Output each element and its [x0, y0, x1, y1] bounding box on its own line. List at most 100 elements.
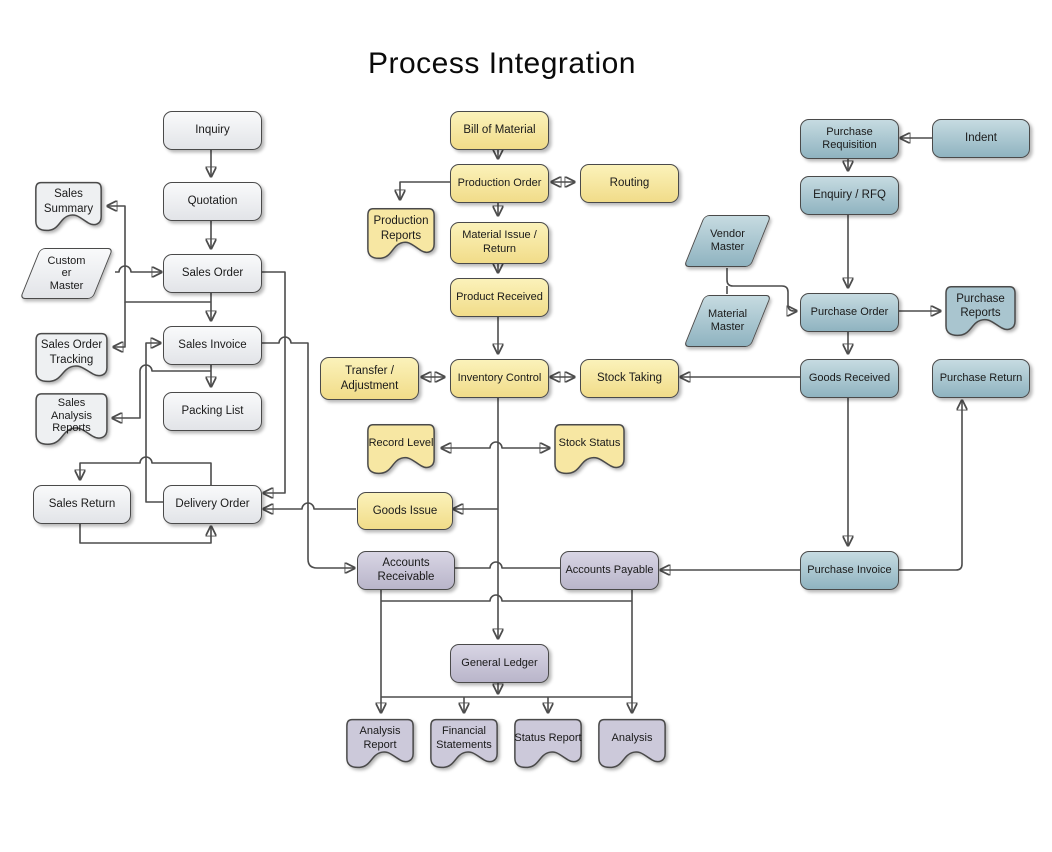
node-purchase-order-label: Purchase Order	[810, 305, 889, 318]
document-shape	[33, 179, 104, 234]
edge-delivery-order-sales-return	[80, 456, 212, 485]
node-material-issue-return-label: Material Issue / Return	[462, 229, 537, 255]
node-production-order: Production Order	[450, 164, 549, 203]
document-shape	[428, 716, 500, 771]
node-material-issue-return: Material Issue / Return	[450, 222, 549, 264]
node-sales-analysis-reports-label: Sales Analysis Reports	[51, 397, 92, 435]
node-goods-issue: Goods Issue	[357, 492, 453, 530]
node-material-master-label: Material Master	[707, 307, 748, 333]
node-status-report-label: Status Report	[514, 731, 582, 744]
node-stock-status: Stock Status	[552, 421, 627, 477]
document-shape	[512, 716, 584, 771]
node-production-reports-label: Production Reports	[373, 215, 429, 242]
node-production-reports: Production Reports	[365, 205, 437, 262]
node-bill-of-material: Bill of Material	[450, 111, 549, 150]
node-goods-received: Goods Received	[800, 359, 899, 398]
document-shape	[365, 421, 437, 477]
node-purchase-reports: Purchase Reports	[943, 283, 1018, 339]
edge-customer-master-sales-order	[115, 265, 161, 272]
edge-goods-issue-delivery-order	[264, 502, 356, 509]
node-sales-return-label: Sales Return	[48, 498, 116, 511]
node-accounts-receivable-label: Accounts Receivable	[377, 556, 435, 583]
edge-accounts-receivable-accounts-payable-link	[453, 561, 560, 569]
node-indent-label: Indent	[965, 132, 997, 145]
node-transfer-adjustment-label: Transfer / Adjustment	[340, 365, 399, 392]
edge-sales-order-sales-order-tracking	[114, 302, 126, 347]
node-enquiry-rfq: Enquiry / RFQ	[800, 176, 899, 215]
edge-delivery-order-sales-invoice	[145, 343, 163, 503]
node-purchase-return: Purchase Return	[932, 359, 1030, 398]
node-accounts-receivable: Accounts Receivable	[357, 551, 455, 590]
document-shape	[365, 205, 437, 262]
node-financial-statements: Financial Statements	[428, 716, 500, 771]
edge-sales-order-sales-summary	[108, 206, 211, 303]
node-general-ledger-label: General Ledger	[461, 656, 538, 669]
node-quotation: Quotation	[163, 182, 262, 221]
node-financial-statements-label: Financial Statements	[436, 725, 492, 751]
node-status-report: Status Report	[512, 716, 584, 771]
node-delivery-order-label: Delivery Order	[175, 498, 250, 511]
node-accounts-payable: Accounts Payable	[560, 551, 659, 590]
node-stock-taking: Stock Taking	[580, 359, 679, 398]
edge-record-level-stock-status	[442, 441, 549, 448]
node-sales-invoice-label: Sales Invoice	[178, 339, 247, 352]
node-product-received: Product Received	[450, 278, 549, 317]
node-sales-summary-label: Sales Summary	[43, 188, 94, 215]
node-production-order-label: Production Order	[457, 176, 542, 189]
node-inquiry-label: Inquiry	[195, 124, 230, 137]
node-sales-analysis-reports: Sales Analysis Reports	[33, 390, 110, 448]
node-sales-order-tracking: Sales Order Tracking	[33, 330, 110, 385]
node-general-ledger: General Ledger	[450, 644, 549, 683]
node-analysis-report-label: Analysis Report	[359, 725, 401, 751]
node-purchase-invoice: Purchase Invoice	[800, 551, 899, 590]
node-analysis-report: Analysis Report	[344, 716, 416, 771]
diagram-title: Process Integration	[368, 47, 636, 80]
node-routing-label: Routing	[609, 177, 650, 190]
edge-sales-return-delivery-order	[79, 522, 211, 544]
node-quotation-label: Quotation	[187, 195, 238, 208]
node-sales-order-tracking-label: Sales Order Tracking	[40, 339, 103, 366]
document-shape	[943, 283, 1018, 339]
node-inventory-control-label: Inventory Control	[457, 371, 542, 384]
node-transfer-adjustment: Transfer / Adjustment	[320, 357, 419, 400]
node-sales-invoice: Sales Invoice	[163, 326, 262, 365]
node-bill-of-material-label: Bill of Material	[463, 124, 536, 137]
node-delivery-order: Delivery Order	[163, 485, 262, 524]
document-shape	[33, 330, 110, 385]
node-product-received-label: Product Received	[456, 290, 543, 303]
node-accounts-payable-label: Accounts Payable	[565, 563, 654, 576]
document-shape	[33, 390, 110, 448]
node-record-level: Record Level	[365, 421, 437, 477]
edge-sales-order-delivery-order	[260, 271, 286, 493]
document-shape	[552, 421, 627, 477]
document-shape	[596, 716, 668, 771]
edge-production-order-production-reports	[400, 181, 450, 199]
node-enquiry-rfq-label: Enquiry / RFQ	[813, 189, 886, 202]
node-analysis: Analysis	[596, 716, 668, 771]
node-vendor-master-label: Vendor Master	[710, 227, 745, 253]
document-shape	[344, 716, 416, 771]
node-customer-master: Custom er Master	[18, 247, 115, 300]
node-vendor-master: Vendor Master	[682, 214, 773, 268]
node-goods-issue-label: Goods Issue	[372, 504, 438, 517]
node-purchase-invoice-label: Purchase Invoice	[807, 563, 892, 576]
node-purchase-order: Purchase Order	[800, 293, 899, 332]
edge-ar-ap-crosslink	[381, 594, 632, 602]
node-sales-order-label: Sales Order	[181, 267, 244, 280]
node-packing-list-label: Packing List	[181, 405, 244, 418]
node-sales-summary: Sales Summary	[33, 179, 104, 234]
node-routing: Routing	[580, 164, 679, 203]
node-customer-master-label: Custom er Master	[47, 254, 86, 292]
node-stock-taking-label: Stock Taking	[597, 372, 662, 385]
node-goods-received-label: Goods Received	[808, 371, 891, 384]
node-purchase-requisition: Purchase Requisition	[800, 119, 899, 159]
node-inventory-control: Inventory Control	[450, 359, 549, 398]
node-indent: Indent	[932, 119, 1030, 158]
node-analysis-label: Analysis	[611, 731, 653, 744]
node-material-master: Material Master	[682, 294, 773, 348]
node-packing-list: Packing List	[163, 392, 262, 431]
edge-sales-invoice-accounts-receivable	[260, 336, 354, 568]
node-sales-order: Sales Order	[163, 254, 262, 293]
node-record-level-label: Record Level	[368, 437, 434, 450]
